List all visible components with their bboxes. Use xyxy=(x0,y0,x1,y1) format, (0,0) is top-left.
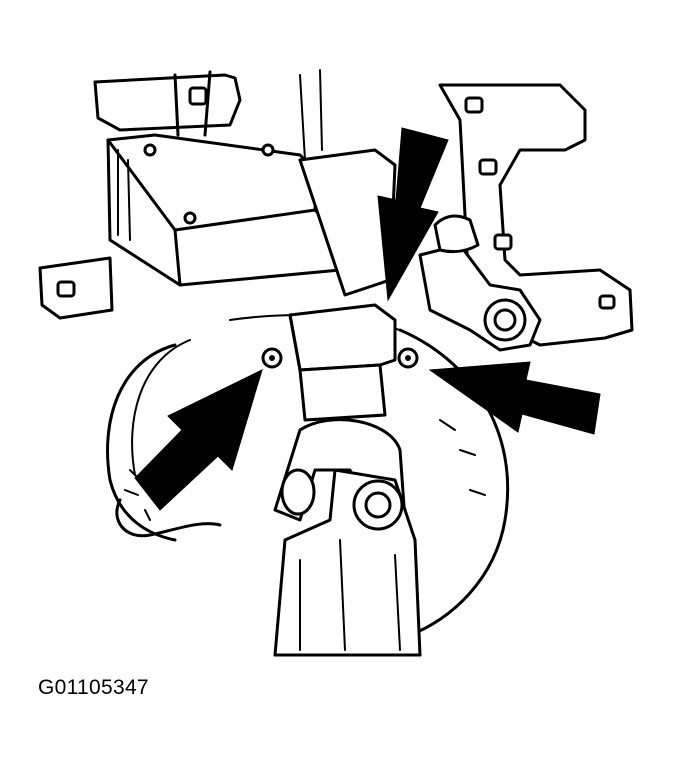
arrow-left xyxy=(134,369,263,511)
arrow-top xyxy=(377,127,449,302)
pointer-arrows xyxy=(134,127,601,511)
steering-shaft xyxy=(273,418,422,657)
sensor-module xyxy=(261,303,419,422)
figure-code-label: G01105347 xyxy=(38,676,149,699)
control-module xyxy=(106,133,397,297)
arrow-right xyxy=(428,361,601,435)
upper-mounting-bracket xyxy=(38,70,242,320)
support-eye xyxy=(418,214,542,352)
